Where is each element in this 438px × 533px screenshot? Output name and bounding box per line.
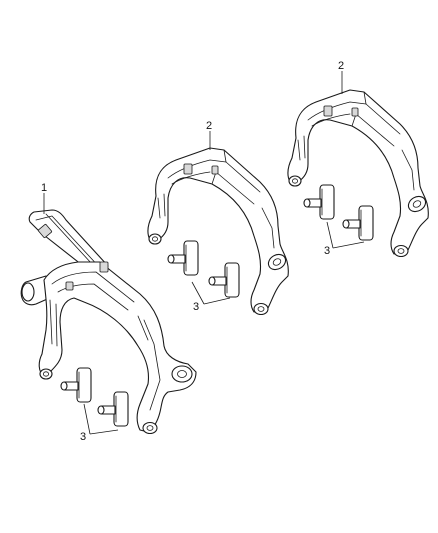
shift-fork-right bbox=[287, 89, 429, 258]
leader-lines bbox=[43, 71, 365, 435]
callout-fork-right: 2 bbox=[338, 60, 344, 72]
callout-pads-left: 3 bbox=[80, 431, 86, 443]
callout-fork-main: 1 bbox=[41, 182, 47, 194]
shift-fork-pad bbox=[303, 184, 335, 220]
callout-fork-middle: 2 bbox=[206, 120, 212, 132]
callout-pads-middle: 3 bbox=[193, 301, 199, 313]
shift-fork-pad bbox=[208, 262, 240, 298]
shift-fork-middle bbox=[147, 147, 289, 316]
shift-fork-pad bbox=[167, 240, 199, 276]
callout-pads-right: 3 bbox=[324, 245, 330, 257]
shift-fork-with-rail bbox=[20, 209, 197, 435]
shift-fork-pad bbox=[97, 391, 129, 427]
shift-fork-pad bbox=[342, 205, 374, 241]
shift-fork-pad bbox=[60, 367, 92, 403]
